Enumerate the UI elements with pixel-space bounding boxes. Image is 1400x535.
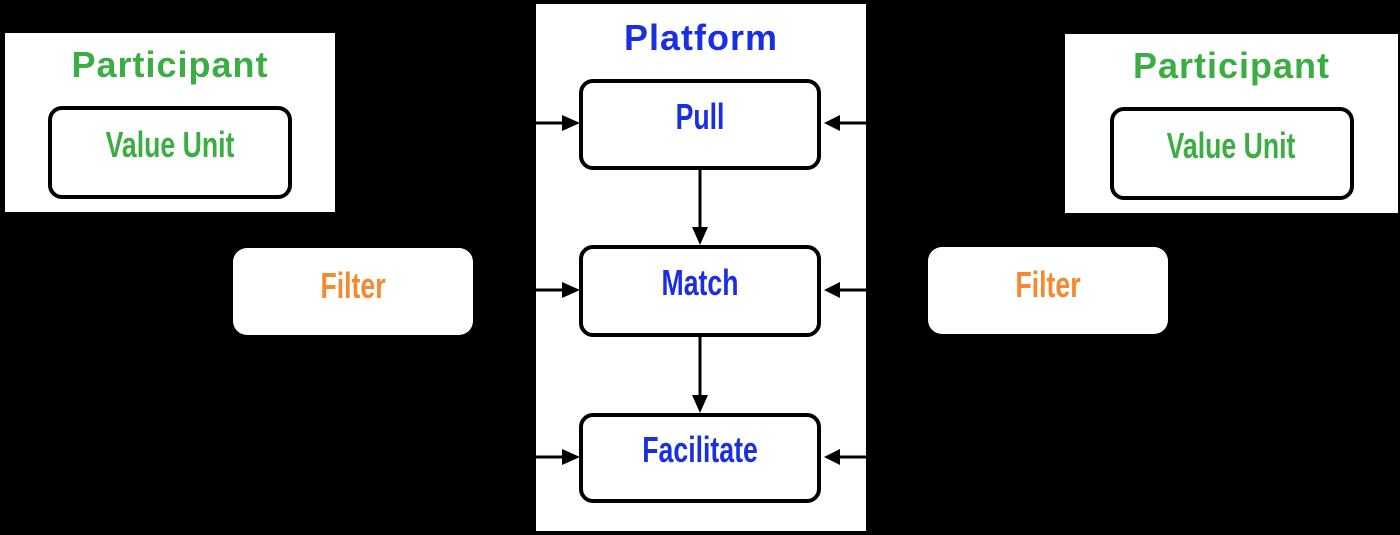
stage-match-label: Match [661, 262, 739, 303]
right-participant-title: Participant [1132, 45, 1331, 86]
arrow-right-into-pull [824, 115, 866, 131]
arrow-pull-to-match [692, 170, 708, 245]
stage-match-box: Match [579, 245, 821, 337]
stage-pull-label: Pull [675, 95, 725, 137]
platform-box: Platform Pull Match Facilitate [536, 4, 866, 531]
arrow-left-into-match [536, 282, 580, 298]
arrow-left-into-facilitate [536, 449, 580, 465]
left-participant-box: Participant Value Unit [5, 33, 335, 212]
right-filter-label: Filter [1015, 263, 1081, 305]
platform-title: Platform [623, 17, 779, 58]
left-value-unit-box: Value Unit [48, 106, 292, 199]
arrow-right-into-facilitate [824, 449, 866, 465]
arrow-match-to-facilitate [692, 337, 708, 413]
arrow-left-into-pull [536, 115, 580, 131]
left-filter-label: Filter [320, 264, 386, 306]
stage-pull-box: Pull [579, 79, 821, 170]
right-value-unit-box: Value Unit [1109, 107, 1354, 200]
right-participant-box: Participant Value Unit [1065, 34, 1398, 213]
right-filter-box: Filter [928, 247, 1168, 334]
left-participant-title: Participant [71, 44, 269, 85]
right-value-unit-label: Value Unit [1167, 124, 1296, 166]
left-value-unit-label: Value Unit [105, 123, 235, 165]
left-filter-box: Filter [233, 248, 473, 335]
stage-facilitate-box: Facilitate [579, 413, 821, 503]
arrow-right-into-match [824, 282, 866, 298]
stage-facilitate-label: Facilitate [642, 429, 758, 470]
